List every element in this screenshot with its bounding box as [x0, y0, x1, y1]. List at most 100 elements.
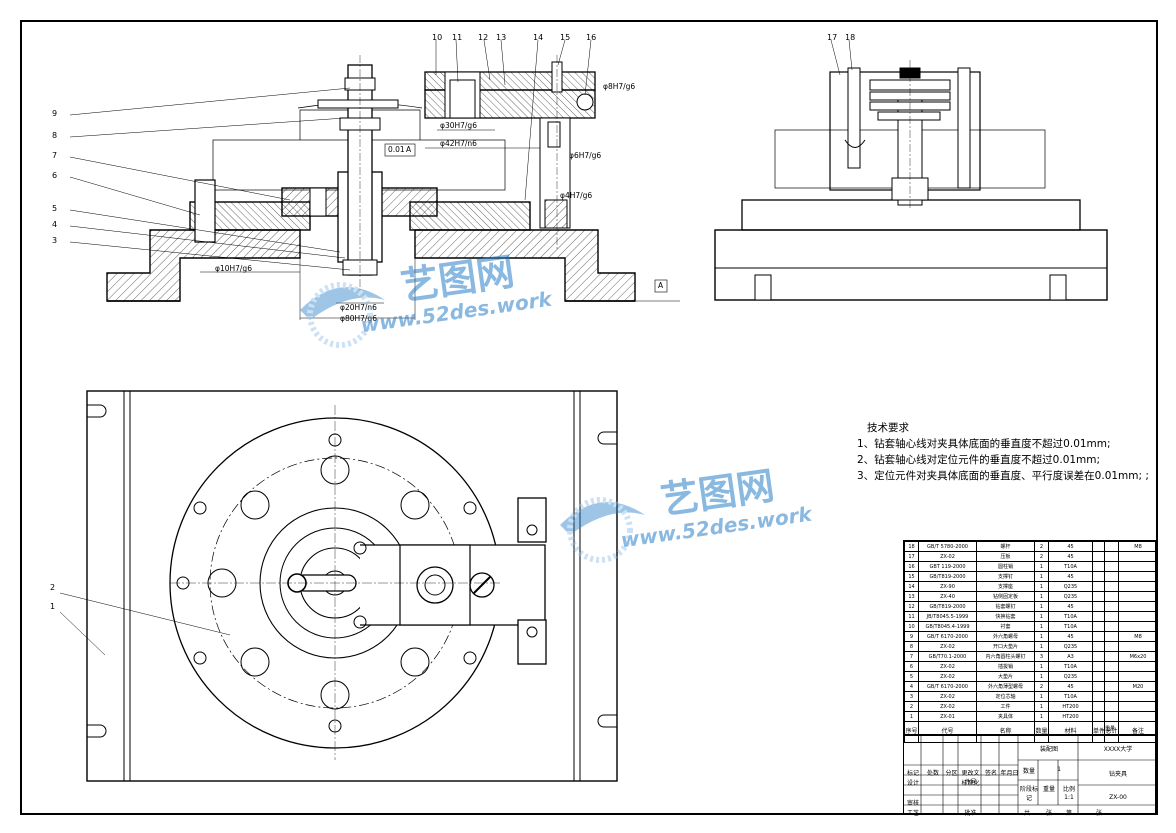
bom-cell: 15 [904, 571, 919, 582]
sheet-total-label: 共 [1023, 810, 1030, 817]
bom-cell [1104, 681, 1119, 692]
bom-cell [1092, 691, 1105, 702]
watermark-globe-icon-2 [560, 497, 645, 563]
dim-10h7g6: φ10H7/g6 [215, 264, 252, 273]
stage-label: 阶段标记 [1019, 786, 1038, 802]
bom-cell [1104, 601, 1119, 612]
sheet-unit-label: 张 [1045, 810, 1052, 817]
count-label: 处数 [926, 770, 939, 777]
standard-label: 标准化 [961, 780, 980, 787]
bom-cell: ZX-01 [918, 711, 977, 722]
bom-cell: 17 [904, 551, 919, 562]
bom-cell: 12 [904, 601, 919, 612]
bom-cell: 圆柱销 [976, 561, 1035, 572]
bom-cell: 螺杆 [976, 541, 1035, 552]
balloon-4: 4 [52, 220, 58, 229]
bom-cell [1104, 621, 1119, 632]
bom-cell: 插拔销 [976, 661, 1035, 672]
balloon-11: 11 [452, 33, 463, 42]
bom-cell: 支撑座 [976, 581, 1035, 592]
bom-cell: GB/T819-2000 [918, 571, 977, 582]
bom-cell [1118, 571, 1158, 582]
bom-cell: GB/T 5780-2000 [918, 541, 977, 552]
bom-cell: 9 [904, 631, 919, 642]
bom-cell: 外六角螺母 [976, 631, 1035, 642]
bom-cell: 快换钻套 [976, 611, 1035, 622]
bom-cell: T10A [1048, 611, 1093, 622]
datum-ref: A [406, 145, 412, 154]
bom-header-cell: 名称 [976, 721, 1035, 743]
bom-cell: Q235 [1048, 591, 1093, 602]
drawing-code: ZX-00 [1109, 794, 1127, 801]
bom-cell: 1 [1034, 711, 1049, 722]
bom-cell [1092, 701, 1105, 712]
bom-cell: M6x20 [1118, 651, 1158, 662]
bom-cell [1092, 551, 1105, 562]
bom-cell: 1 [1034, 631, 1049, 642]
bom-cell [1104, 561, 1119, 572]
bom-cell [1092, 711, 1105, 722]
bom-cell: Q235 [1048, 671, 1093, 682]
bom-cell: 2 [1034, 541, 1049, 552]
qty-label: 数量 [1022, 768, 1035, 775]
scale-value: 1:1 [1064, 794, 1074, 801]
bom-cell: 45 [1048, 681, 1093, 692]
bom-cell: 13 [904, 591, 919, 602]
bom-cell: 16 [904, 561, 919, 572]
tech-heading: 技术要求 [867, 422, 909, 434]
balloon-12: 12 [478, 33, 489, 42]
tolerance-value: 0.01 [388, 145, 405, 154]
bom-cell: 45 [1048, 631, 1093, 642]
bom-cell: 11 [904, 611, 919, 622]
bom-cell [1118, 691, 1158, 702]
bom-cell: ZX-02 [918, 691, 977, 702]
scale-label: 比例 [1062, 786, 1075, 793]
dim-8h7g6: φ8H7/g6 [603, 82, 636, 91]
technical-requirements: 技术要求 1、钻套轴心线对夹具体底面的垂直度不超过0.01mm; 2、钻套轴心线… [857, 420, 1149, 484]
bom-cell: Q235 [1048, 641, 1093, 652]
dim-6h7g6: φ6H7/g6 [569, 151, 602, 160]
bom-cell: HT200 [1048, 701, 1093, 712]
bom-cell: 1 [1034, 691, 1049, 702]
bom-cell: 大垫片 [976, 671, 1035, 682]
balloon-5: 5 [52, 204, 58, 213]
dim-20h7n6: φ20H7/n6 [340, 303, 377, 312]
weight-label: 重量 [1042, 786, 1055, 793]
bom-cell [1118, 591, 1158, 602]
bom-cell: T10A [1048, 691, 1093, 702]
bom-cell [1092, 591, 1105, 602]
balloon-17: 17 [827, 33, 838, 42]
bom-cell: T10A [1048, 561, 1093, 572]
bom-cell: ZX-02 [918, 641, 977, 652]
watermark-globe-icon-1 [300, 282, 385, 348]
bom-cell [1104, 551, 1119, 562]
bom-cell: ZX-90 [918, 581, 977, 592]
bom-cell: JB/T8045.5-1999 [918, 611, 977, 622]
bom-cell: 1 [904, 711, 919, 722]
date-label: 年月日 [1000, 770, 1019, 777]
bom-cell: 1 [1034, 571, 1049, 582]
dim-80h7g6: φ80H7/g6 [340, 314, 377, 323]
bom-cell: 定位芯轴 [976, 691, 1035, 702]
balloon-7: 7 [52, 151, 58, 160]
bom-cell: 开口大垫片 [976, 641, 1035, 652]
bom-cell: 2 [1034, 681, 1049, 692]
bom-cell [1104, 611, 1119, 622]
bom-cell [1092, 631, 1105, 642]
title-block-grid [902, 734, 1156, 815]
bom-cell [1104, 661, 1119, 672]
balloon-8: 8 [52, 131, 58, 140]
bom-cell [1118, 701, 1158, 712]
tech-line-3: 3、定位元件对夹具体底面的垂直度、平行度误差在0.01mm; ; [857, 470, 1149, 482]
bom-cell [1118, 671, 1158, 682]
front-section-view [69, 39, 680, 320]
bom-cell: 5 [904, 671, 919, 682]
bom-cell: ZX-02 [918, 701, 977, 712]
